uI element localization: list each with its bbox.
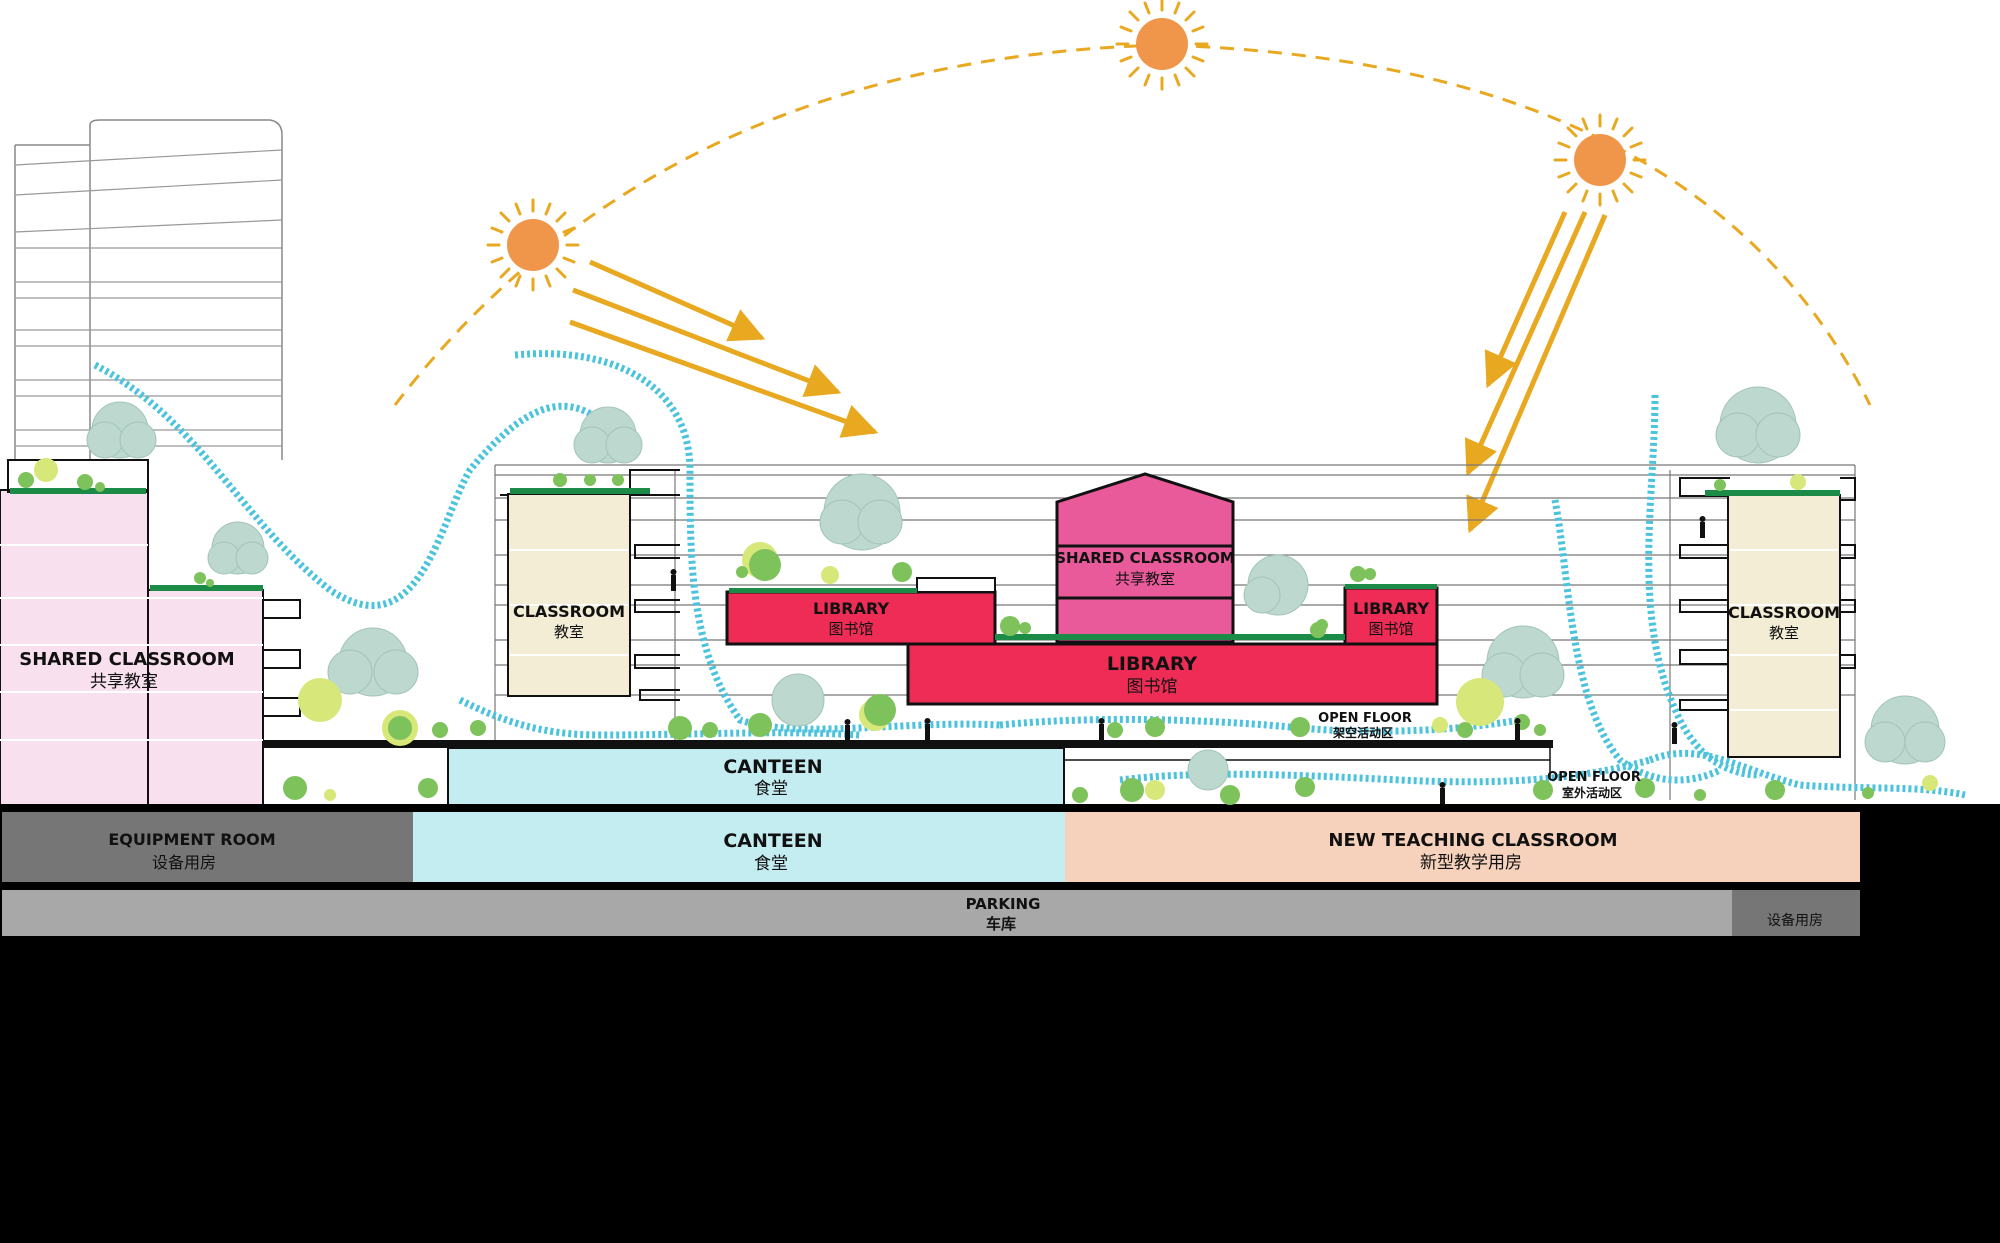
tree-pale [86,386,1946,791]
wind-flows [93,350,1966,799]
new-teaching-block [1065,812,1860,882]
shared-classroom-center-label-en: SHARED CLASSROOM [1055,549,1235,567]
shared-classroom-center-label-cn: 共享教室 [1115,570,1175,588]
roof-garden-center [995,634,1345,640]
library-main-label-cn: 图书馆 [1127,677,1178,697]
library-right-label-en: LIBRARY [1353,599,1429,618]
library-upper-label-en: LIBRARY [813,599,889,618]
classroom-left-label-cn: 教室 [554,623,584,641]
equipment-room-label-cn: 设备用房 [152,853,216,872]
sun-icon-right [1553,113,1647,207]
library-main-label-en: LIBRARY [1107,653,1198,675]
canteen-basement-label-en: CANTEEN [723,830,822,852]
open-floor-lower-label-en: OPEN FLOOR [1547,770,1641,785]
library-right-label-cn: 图书馆 [1368,620,1413,638]
parking-block [2,890,1732,936]
equipment-room-block [2,812,413,882]
ground-side-right [1860,804,2000,944]
trees [18,386,1946,805]
balconies-right [1679,477,1856,711]
classroom-right-block [1705,490,1841,758]
sun-rays-left [569,259,879,438]
canteen-ground-label-en: CANTEEN [723,756,822,778]
classroom-right-label-cn: 教室 [1769,624,1799,642]
shared-classroom-left-label-cn: 共享教室 [90,672,158,692]
podium-slab [263,740,1553,748]
shared-classroom-left-label-en: SHARED CLASSROOM [19,649,234,670]
people-figures [670,516,1706,804]
library-main-block [906,642,1439,706]
canteen-ground-label-cn: 食堂 [754,779,788,799]
sun-rays-right [1464,210,1608,534]
parking-label-cn: 车库 [986,915,1016,933]
classroom-left-label-en: CLASSROOM [513,602,625,621]
balconies-left [500,469,680,701]
sun-icon-left [486,198,580,292]
base-slab-top [0,804,1862,812]
base-slab-mid [0,882,1862,890]
equipment-small-label-cn: 设备用房 [1767,912,1823,929]
equipment-small-block [1732,890,1860,936]
open-floor-lower-label-cn: 室外活动区 [1562,785,1622,800]
new-teaching-label-en: NEW TEACHING CLASSROOM [1328,830,1617,851]
shared-classroom-center-block [1055,472,1235,644]
library-upper-label-cn: 图书馆 [828,620,873,638]
classroom-right-label-en: CLASSROOM [1728,603,1840,622]
new-teaching-label-cn: 新型教学用房 [1420,853,1522,873]
classroom-left-block [507,488,650,697]
parking-label-en: PARKING [966,895,1041,913]
equipment-room-label-en: EQUIPMENT ROOM [108,830,275,849]
canteen-basement-block [413,812,1065,882]
open-floor-upper-label-cn: 架空活动区 [1332,725,1393,740]
library-upper-block [725,577,997,646]
canteen-basement-label-cn: 食堂 [754,854,788,874]
open-floor-upper-label-en: OPEN FLOOR [1318,711,1412,726]
background-tower [14,119,283,460]
shared-classroom-left-block [0,459,301,807]
tree-green [18,472,1874,805]
sun-icon-top [1115,0,1209,91]
canteen-ground-block [447,747,1065,807]
sun-path-arc [393,43,1872,406]
